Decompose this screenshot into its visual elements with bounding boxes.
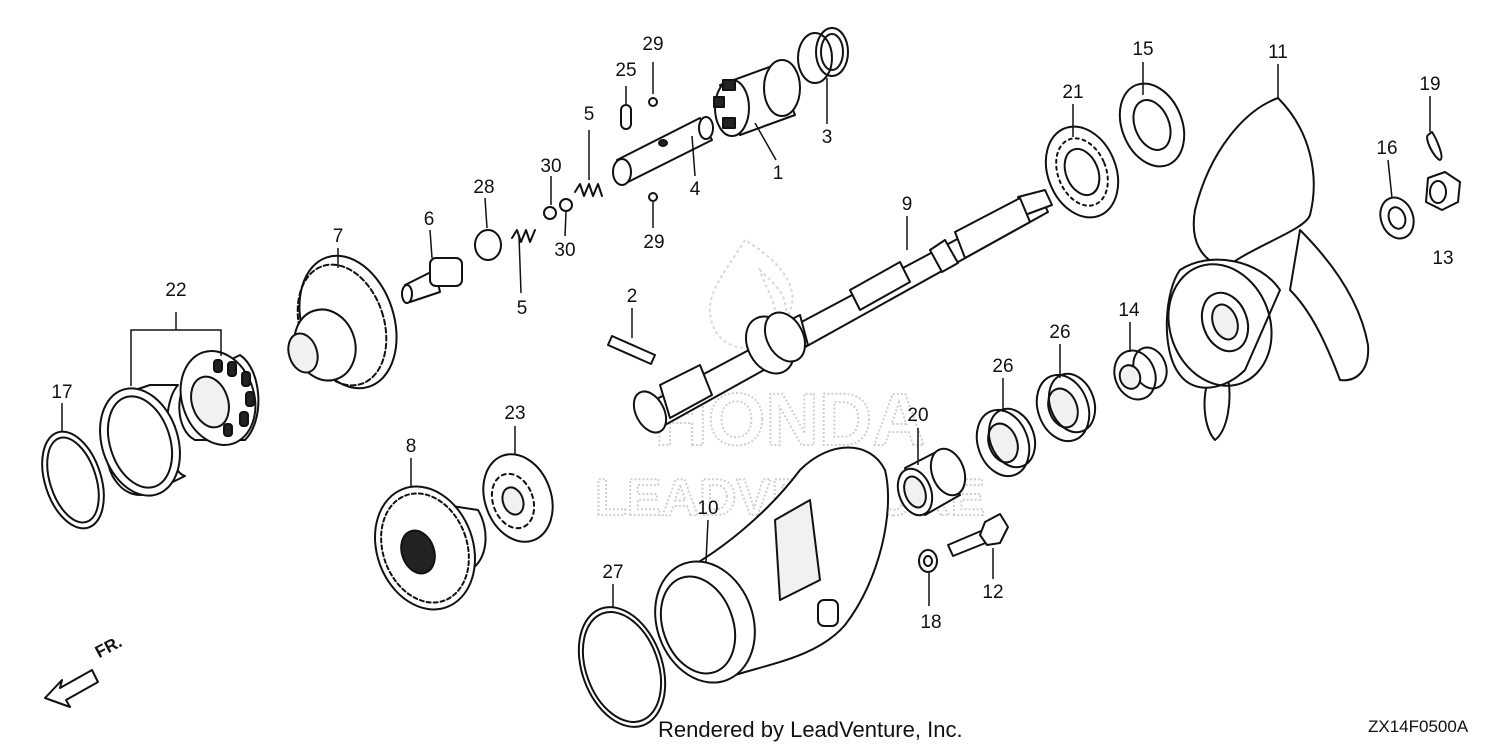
diagram-code: ZX14F0500A [1368,717,1469,736]
callout-25: 25 [615,60,636,81]
part-13-castle-nut[interactable] [1425,171,1461,211]
callout-4: 4 [690,179,701,200]
part-14-spacer[interactable] [1108,343,1173,406]
callout-16: 16 [1376,138,1397,159]
part-22-tapered-bearing[interactable] [169,341,267,455]
callout-17: 17 [51,382,72,403]
callout-29: 29 [642,34,663,55]
part-29-ball-upper[interactable] [648,97,658,107]
callout-14: 14 [1118,300,1140,321]
callout-7: 7 [333,226,344,247]
part-18-washer[interactable] [918,549,938,573]
callout-18: 18 [920,612,941,633]
leader-lines [61,62,1431,608]
callout-26: 26 [1049,322,1070,343]
part-25-pin[interactable] [620,104,632,130]
callout-2: 2 [627,286,638,307]
callout-15: 15 [1132,39,1153,60]
callout-6: 6 [424,209,435,230]
front-direction-arrow-icon [44,669,99,708]
part-8-bevel-gear[interactable] [358,472,491,623]
part-21-thrust-washer[interactable] [1033,116,1131,229]
callout-27: 27 [602,562,623,583]
part-16-washer[interactable] [1375,193,1419,243]
part-26-oil-seal-rear[interactable] [1028,367,1103,448]
part-30-ball-lower[interactable] [559,198,573,212]
watermark-flame-icon [708,238,794,349]
part-7-gear[interactable] [283,243,413,401]
callout-labels: 29 25 5 30 28 6 30 5 4 29 1 3 7 22 17 9 … [51,34,1453,633]
part-2-pin[interactable] [607,335,656,365]
part-12-bolt[interactable] [947,513,1009,557]
callout-5: 5 [584,104,595,125]
callout-9: 9 [902,194,913,215]
callout-8: 8 [406,436,417,457]
callout-19: 19 [1419,74,1440,95]
callout-3: 3 [822,127,833,148]
part-9-propeller-shaft[interactable] [627,189,1053,438]
callout-11: 11 [1268,42,1288,63]
callout-12: 12 [982,582,1003,603]
callout-26: 26 [992,356,1013,377]
part-17-o-ring[interactable] [31,424,115,536]
part-19-cotter-pin[interactable] [1426,131,1443,161]
callout-13: 13 [1432,248,1453,269]
part-6-shaft[interactable] [401,257,463,304]
part-3-bushing[interactable] [797,27,849,84]
part-29-ball-lower[interactable] [648,192,658,202]
callout-28: 28 [473,177,494,198]
callout-5: 5 [517,298,528,319]
part-27-o-ring[interactable] [563,595,681,739]
part-1-clutch[interactable] [713,59,801,137]
part-22-bearing-race[interactable] [87,378,193,506]
callout-29: 29 [643,232,664,253]
callout-30: 30 [540,156,561,177]
callout-22: 22 [165,280,186,301]
part-26-oil-seal-front[interactable] [968,402,1043,483]
part-15-washer[interactable] [1108,74,1196,176]
part-5-spring-upper[interactable] [574,183,603,197]
part-10-gear-case-cap[interactable] [639,446,890,697]
callout-20: 20 [907,405,928,426]
part-4-slider[interactable] [612,116,714,186]
callout-21: 21 [1062,82,1083,103]
callout-23: 23 [504,403,525,424]
render-credit: Rendered by LeadVenture, Inc. [658,717,963,742]
part-20-needle-bearing[interactable] [892,444,971,520]
part-30-ball-upper[interactable] [543,206,557,220]
callout-10: 10 [697,498,718,519]
callout-30: 30 [554,240,575,261]
callout-1: 1 [773,163,784,184]
part-23-ball-bearing[interactable] [472,444,565,551]
part-11-propeller[interactable] [1152,97,1370,441]
part-5-spring-lower[interactable] [511,229,536,243]
part-28-circlip[interactable] [474,229,502,261]
